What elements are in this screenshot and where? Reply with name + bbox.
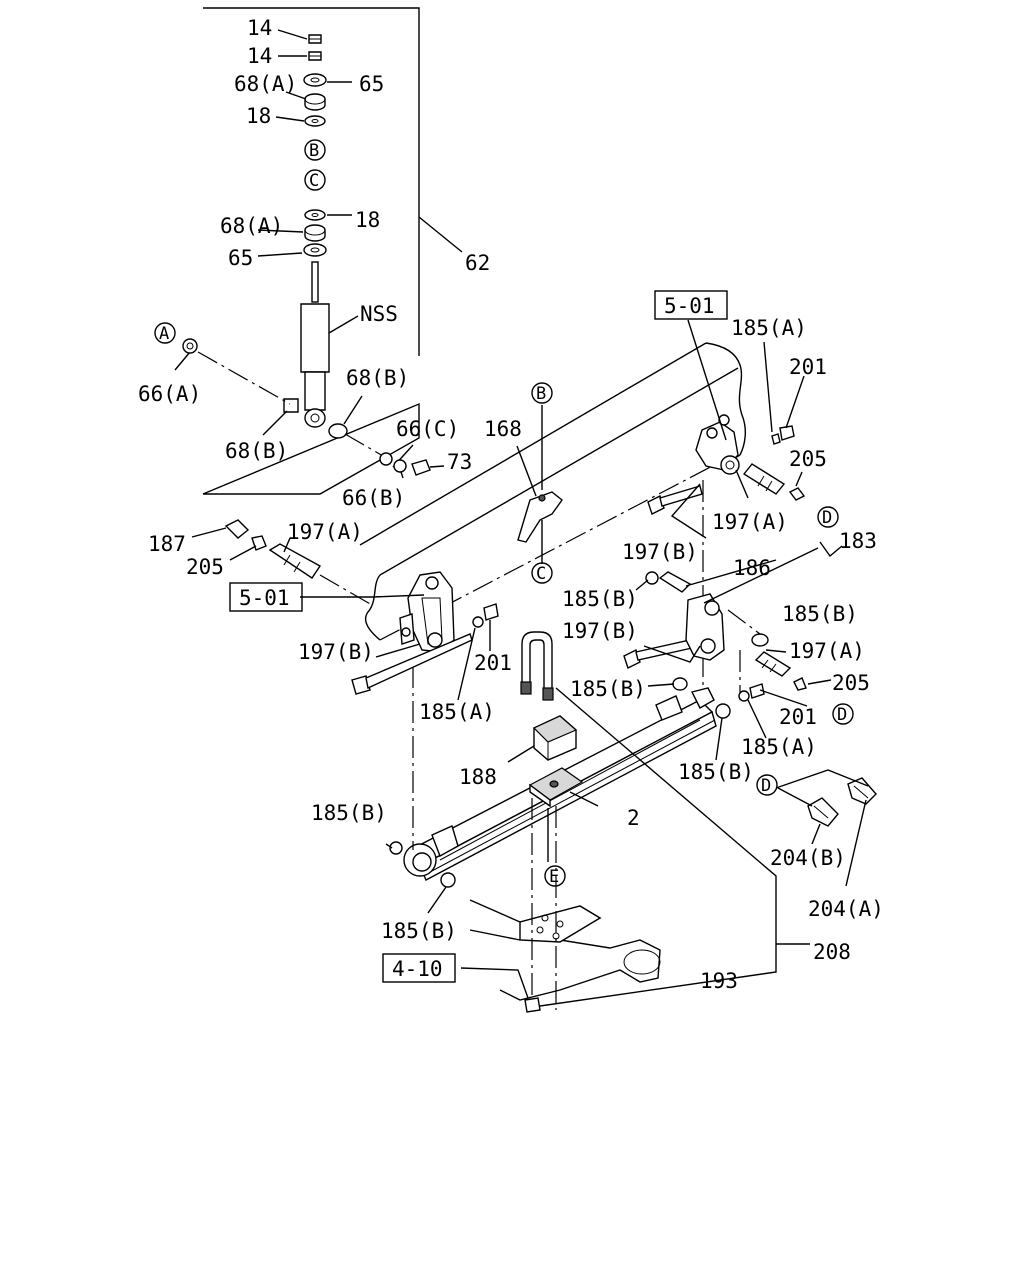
bracket-168 [517, 491, 563, 543]
front-pin-assembly [224, 519, 373, 606]
callout-66a: 66(A) [138, 382, 201, 406]
shock-kit-boundary [202, 7, 420, 495]
marker-e: E [549, 867, 559, 887]
front-axle [469, 899, 661, 1013]
front-nut-washer [472, 603, 499, 628]
rear-pin-top [742, 425, 806, 501]
callout-68a-mid: 68(A) [220, 214, 283, 238]
callout-193: 193 [700, 969, 738, 993]
callout-201-left: 201 [474, 651, 512, 675]
callout-205-left: 205 [186, 555, 224, 579]
callout-197a-right: 197(A) [789, 639, 865, 663]
callout-2: 2 [627, 806, 640, 830]
callout-197b-left: 197(B) [298, 640, 374, 664]
callout-187: 187 [148, 532, 186, 556]
callout-73: 73 [447, 450, 472, 474]
callout-183: 183 [839, 529, 877, 553]
marker-d-mid: D [837, 705, 847, 725]
shock-absorber [283, 261, 348, 439]
callout-68b-left: 68(B) [225, 439, 288, 463]
callout-204a: 204(A) [808, 897, 884, 921]
callout-185b-left-1: 185(B) [311, 801, 387, 825]
callout-197b-mid: 197(B) [562, 619, 638, 643]
callout-185a-left: 185(A) [419, 700, 495, 724]
ref-box-5-01-top [654, 290, 728, 320]
callout-205-top: 205 [789, 447, 827, 471]
callout-66c: 66(C) [396, 417, 459, 441]
callout-185b-right-2: 185(B) [782, 602, 858, 626]
circled-markers: B C A B C D D D E [154, 139, 854, 887]
bump-stopper [532, 715, 578, 761]
callout-201-top: 201 [789, 355, 827, 379]
shock-top-hardware [303, 34, 327, 257]
marker-b-bracket: B [536, 384, 546, 404]
bolts-197b [351, 485, 703, 695]
callout-197b-top-right: 197(B) [622, 540, 698, 564]
centre-lines [412, 480, 761, 1010]
callout-205-right: 205 [832, 671, 870, 695]
callout-201-right: 201 [779, 705, 817, 729]
marker-c-bracket: C [536, 564, 546, 584]
marker-d-grease: D [761, 776, 771, 796]
ref-4-10: 4-10 [392, 957, 443, 981]
grease-fittings [807, 777, 877, 827]
callout-65-top: 65 [359, 72, 384, 96]
callout-66b: 66(B) [342, 486, 405, 510]
callout-nss: NSS [360, 302, 398, 326]
ref-box-5-01-left [229, 582, 303, 612]
front-hanger-bracket [399, 571, 455, 653]
marker-c-top: C [309, 171, 319, 191]
marker-b-top: B [309, 141, 319, 161]
callout-204b: 204(B) [770, 846, 846, 870]
main-leaders [191, 319, 869, 1007]
callout-14-a: 14 [247, 16, 272, 40]
ref-box-4-10 [382, 953, 456, 983]
callout-68b-right: 68(B) [346, 366, 409, 390]
ref-5-01-left: 5-01 [239, 586, 290, 610]
callout-185a-top: 185(A) [731, 316, 807, 340]
callout-197a-top-right: 197(A) [712, 510, 788, 534]
callout-68a-top: 68(A) [234, 72, 297, 96]
lower-washers [389, 841, 456, 888]
callout-labels: 14 14 68(A) 65 18 68(A) 18 65 62 NSS 68(… [138, 16, 884, 993]
callout-185b-mid: 185(B) [570, 677, 646, 701]
u-bolt [520, 631, 554, 701]
marker-a-left: A [159, 324, 169, 344]
reference-boxes: 5-01 5-01 4-10 [229, 290, 728, 983]
shackle-183 [645, 571, 807, 719]
shock-leaders [174, 29, 463, 479]
callout-208: 208 [813, 940, 851, 964]
ref-5-01-top: 5-01 [664, 294, 715, 318]
callout-185b-right-3: 185(B) [678, 760, 754, 784]
callout-197a-left: 197(A) [287, 520, 363, 544]
marker-d-top: D [822, 508, 832, 528]
leaf-spring [403, 687, 717, 881]
callout-186: 186 [733, 556, 771, 580]
rear-hanger-bracket [695, 414, 740, 475]
callout-65-mid: 65 [228, 246, 253, 270]
callout-62: 62 [465, 251, 490, 275]
callout-18-top: 18 [246, 104, 271, 128]
callout-168: 168 [484, 417, 522, 441]
callout-185b-left-2: 185(B) [381, 919, 457, 943]
callout-188: 188 [459, 765, 497, 789]
callout-18-mid: 18 [355, 208, 380, 232]
shock-lower-hardware [182, 338, 431, 476]
callout-185b-right-1: 185(B) [562, 587, 638, 611]
callout-14-b: 14 [247, 44, 272, 68]
callout-185a-right: 185(A) [741, 735, 817, 759]
